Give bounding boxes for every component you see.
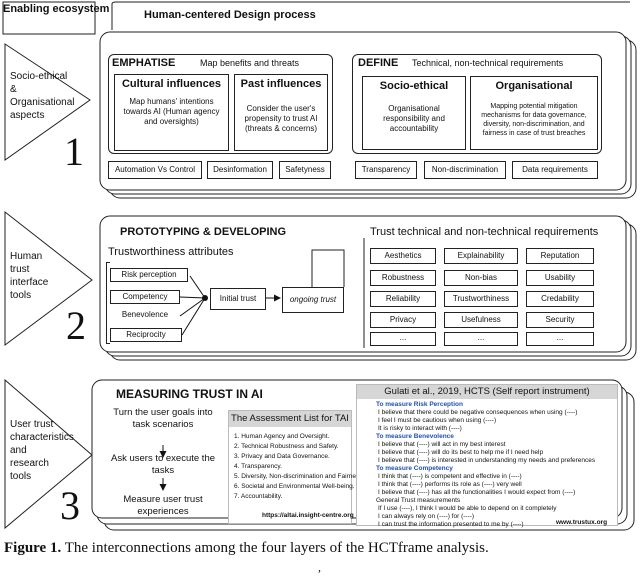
attributes-bracket [106,262,110,344]
tag-safetyness: Safetyness [279,161,331,179]
layer1-triangle [4,43,91,161]
attr-benevolence: Benevolence [121,310,169,319]
hcts-panel [356,384,618,526]
hcts-item: I can always rely on (----) for (----) [378,513,475,520]
hcts-item: I believe that (----) will do its best t… [378,449,544,456]
req-privacy: Privacy [370,312,436,328]
hcts-item: I think that (----) is competent and eff… [378,473,522,480]
prototyping-title: PROTOTYPING & DEVELOPING [120,226,287,238]
assessment-item: 7. Accountability. [234,493,283,500]
assessment-item: 5. Diversity, Non-discrimination and Fai… [234,473,365,480]
hcts-item: It is risky to interact with (----) [378,425,462,432]
req-reputation: Reputation [526,248,594,264]
past-title: Past influences [240,78,322,90]
hcts-title: Gulati et al., 2019, HCTS (Self report i… [357,385,617,399]
layer1-side-label: Socio-ethical & Organisational aspects [10,71,75,121]
socio-ethical-box [362,76,466,150]
req-explainability: Explainability [444,248,518,264]
attr-competency: Competency [110,290,180,304]
caption-label: Figure 1. [4,540,62,556]
hcts-item: I believe that there could be negative c… [378,409,578,416]
hcts-item: I think that (----) performs its role as… [378,481,522,488]
req-more-1: ... [370,332,436,346]
define-subtitle: Technical, non-technical requirements [412,58,564,68]
measuring-title: MEASURING TRUST IN AI [116,387,263,401]
hcts-item: I believe that (----) will act in my bes… [378,441,506,448]
assessment-url: https://altai.insight-centre.org [262,512,354,519]
organisational-box [470,76,598,150]
caption-text: The interconnections among the four laye… [64,540,489,556]
tag-transparency: Transparency [355,161,417,179]
initial-trust-box: Initial trust [210,288,266,310]
footer-mark: , [318,560,321,574]
cultural-title: Cultural influences [121,78,222,90]
hcts-item: I can trust the information presented to… [378,521,524,528]
req-usability: Usability [526,270,594,286]
past-influences-box [234,74,328,151]
step-3: Measure user trust experiences [123,494,203,517]
layer1-number: 1 [64,129,84,174]
req-more-2: ... [444,332,518,346]
layer2-side-label: Human trust interface tools [10,251,49,301]
assessment-title: The Assessment List for TAI [229,411,351,427]
attr-risk-perception: Risk perception [110,268,188,282]
tag-non-discrimination: Non-discrimination [424,161,506,179]
layer3-side-label: User trust characteristics and research … [10,419,74,482]
req-robustness: Robustness [370,270,436,286]
hcts-heading-benevolence: To measure Benevolence [376,433,454,440]
step-1: Turn the user goals into task scenarios [113,407,213,430]
hcts-heading-competency: To measure Competency [376,465,453,472]
ongoing-trust-box: ongoing trust [282,287,344,313]
attr-reciprocity: Reciprocity [110,328,182,342]
socio-ethical-title: Socio-ethical [379,80,449,92]
req-reliability: Reliability [370,291,436,307]
attributes-title: Trustworthiness attributes [108,246,234,258]
assessment-item: 2. Technical Robustness and Safety. [234,443,339,450]
req-credability: Credability [526,291,594,307]
organisational-text: Mapping potential mitigation mechanisms … [481,103,587,137]
assessment-item: 1. Human Agency and Oversight. [234,433,330,440]
req-more-3: ... [526,332,594,346]
enabling-box [2,1,96,35]
emphatise-title: EMPHATISE [112,57,176,69]
req-security: Security [526,312,594,328]
req-trustworthiness: Trustworthiness [444,291,518,307]
hcts-heading-general: General Trust measurements [376,497,461,504]
hcts-item: I believe that (----) is interested in u… [378,457,596,464]
req-non-bias: Non-bias [444,270,518,286]
layer2-number: 2 [66,303,86,348]
define-title: DEFINE [358,57,399,69]
emphatise-subtitle: Map benefits and threats [200,58,300,68]
organisational-title: Organisational [495,80,573,92]
requirements-title: Trust technical and non-technical requir… [370,226,599,238]
cultural-text: Map humans' intentions towards AI (Human… [123,97,220,126]
assessment-panel [228,410,352,524]
hcts-url: www.trustux.org [556,519,608,526]
figure-caption: Figure 1. The interconnections among the… [4,540,489,557]
hcts-item: I feel I must be cautious when using (--… [378,417,497,424]
assessment-item: 3. Privacy and Data Governance. [234,453,330,460]
cultural-influences-box [114,74,229,151]
tag-data-requirements: Data requirements [512,161,598,179]
layer3-number: 3 [60,483,80,528]
hcts-heading-risk: To measure Risk Perception [376,401,463,408]
socio-ethical-text: Organisational responsibility and accoun… [383,104,445,133]
assessment-item: 6. Societal and Environmental Well-being… [234,483,355,490]
hcts-item: If I use (----), I think I would be able… [378,505,557,512]
enabling-ecosystem-label: Enabling ecosystem [3,3,110,15]
assessment-item: 4. Transparency. [234,463,282,470]
layer3-triangle [4,378,93,530]
tag-automation: Automation Vs Control [108,161,202,179]
process-title: Human-centered Design process [144,9,316,21]
hcts-item: I believe that (----) has all the functi… [378,489,576,496]
step-2: Ask users to execute the tasks [110,453,216,476]
tag-desinformation: Desinformation [207,161,273,179]
past-text: Consider the user's propensity to trust … [244,104,318,133]
req-aesthetics: Aesthetics [370,248,436,264]
layer2-triangle [4,210,93,346]
req-usefulness: Usefulness [444,312,518,328]
